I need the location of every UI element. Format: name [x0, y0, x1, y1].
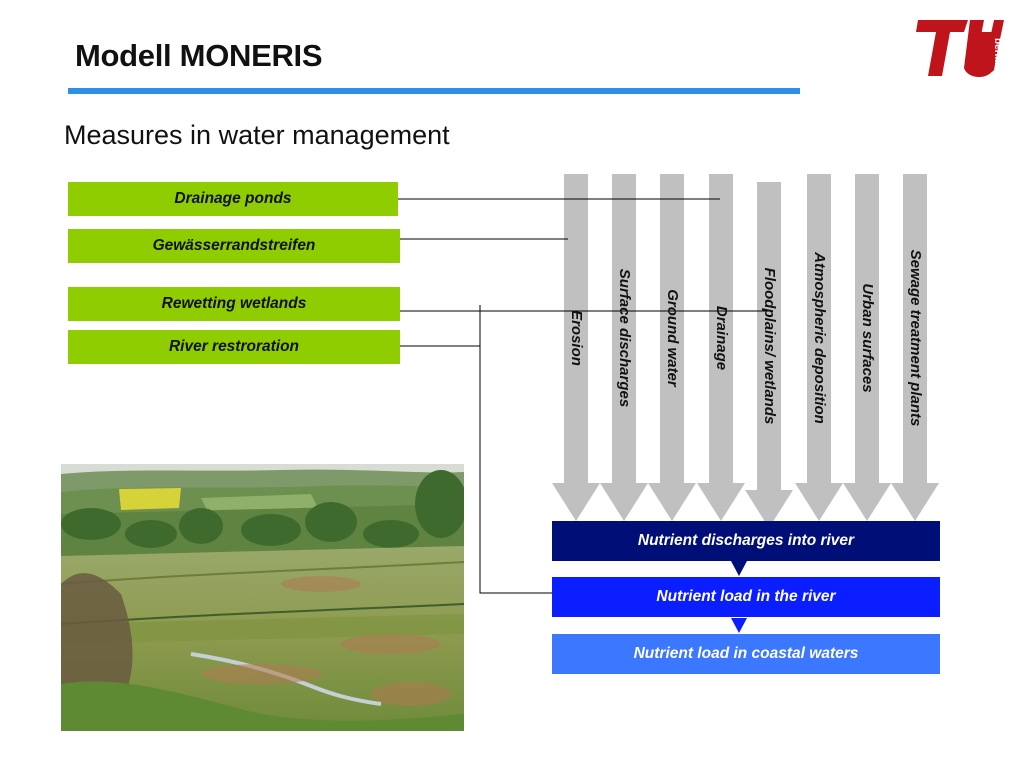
source-arrow-atmospheric-deposition [795, 174, 843, 521]
source-label-drainage: Drainage [713, 305, 730, 371]
source-arrow-floodplains-wetlands [745, 182, 793, 528]
measure-river-restoration: River restroration [68, 330, 400, 364]
landscape-photo [61, 464, 464, 731]
source-label-surface-discharges: Surface discharges [616, 268, 633, 408]
result-nutrient-load-river: Nutrient load in the river [552, 577, 940, 617]
source-label-urban-surfaces: Urban surfaces [859, 283, 876, 393]
source-arrow-ground-water [648, 174, 696, 521]
source-label-sewage-treatment-plants: Sewage treatment plants [907, 249, 924, 427]
logo-text: berlin [992, 38, 1003, 65]
result-nutrient-discharges: Nutrient discharges into river [552, 521, 940, 561]
title-underline [68, 88, 800, 94]
source-arrow-sewage-treatment-plants [891, 174, 939, 521]
result-nutrient-load-coastal: Nutrient load in coastal waters [552, 634, 940, 674]
source-label-floodplains-wetlands: Floodplains/ wetlands [761, 267, 778, 425]
source-label-atmospheric-deposition: Atmospheric deposition [811, 252, 828, 424]
result-pointer-2 [731, 618, 747, 633]
source-arrow-surface-discharges [600, 174, 648, 521]
source-arrow-urban-surfaces [843, 174, 891, 521]
result-pointer-1 [731, 561, 747, 576]
connector-to-river-load [479, 305, 552, 594]
source-arrow-erosion [552, 174, 600, 521]
measure-drainage-ponds: Drainage ponds [68, 182, 398, 216]
tu-berlin-logo: berlin [916, 20, 1004, 77]
source-label-erosion: Erosion [568, 310, 585, 366]
page-title: Modell MONERIS [75, 38, 323, 73]
measure-rewetting-wetlands: Rewetting wetlands [68, 287, 400, 321]
source-arrow-drainage [697, 174, 745, 521]
section-subtitle: Measures in water management [64, 120, 450, 150]
source-label-ground-water: Ground water [664, 289, 681, 387]
measure-gewasserrandstreifen: Gewässerrandstreifen [68, 229, 400, 263]
